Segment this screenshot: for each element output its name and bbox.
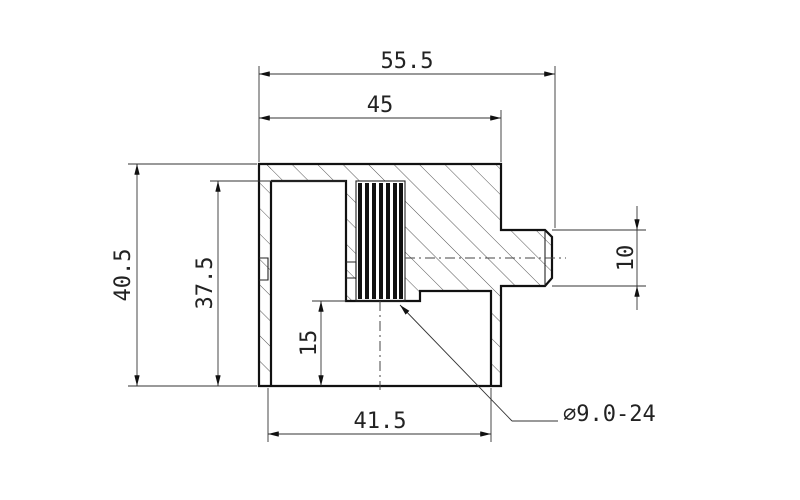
- right-block-hatch: [405, 181, 552, 302]
- dim-bottom-length: 41.5: [267, 388, 492, 442]
- dim-inner-height: 37.5: [193, 180, 346, 386]
- dim-label-bottom-length: 41.5: [354, 409, 407, 434]
- dim-body-length: 45: [259, 93, 502, 162]
- dim-label-overall-length: 55.5: [381, 49, 434, 74]
- part-outline: [257, 162, 554, 388]
- left-wall-hatch: [259, 164, 271, 386]
- dim-overall-length: 55.5: [258, 49, 556, 228]
- leader-knurl-callout: ∅9.0-24: [399, 304, 656, 427]
- left-notch: [259, 257, 269, 281]
- dim-overall-height: 40.5: [111, 163, 257, 387]
- top-wall-hatch: [259, 164, 501, 181]
- dim-label-overall-height: 40.5: [111, 249, 136, 302]
- part-section: [257, 162, 566, 390]
- cavity-outline: [271, 179, 493, 386]
- dim-label-body-length: 45: [367, 93, 394, 118]
- knurl-callout-label: ∅9.0-24: [563, 402, 656, 427]
- dim-label-tip-diameter: 10: [614, 245, 639, 272]
- knurl: [355, 180, 406, 302]
- neck-hatch: [346, 181, 356, 301]
- dim-tip-diameter: 10: [552, 206, 646, 310]
- dim-label-lower-height: 15: [297, 330, 322, 357]
- dim-lower-height: 15: [297, 300, 346, 386]
- right-wall-hatch: [491, 291, 501, 386]
- dim-label-inner-height: 37.5: [193, 257, 218, 310]
